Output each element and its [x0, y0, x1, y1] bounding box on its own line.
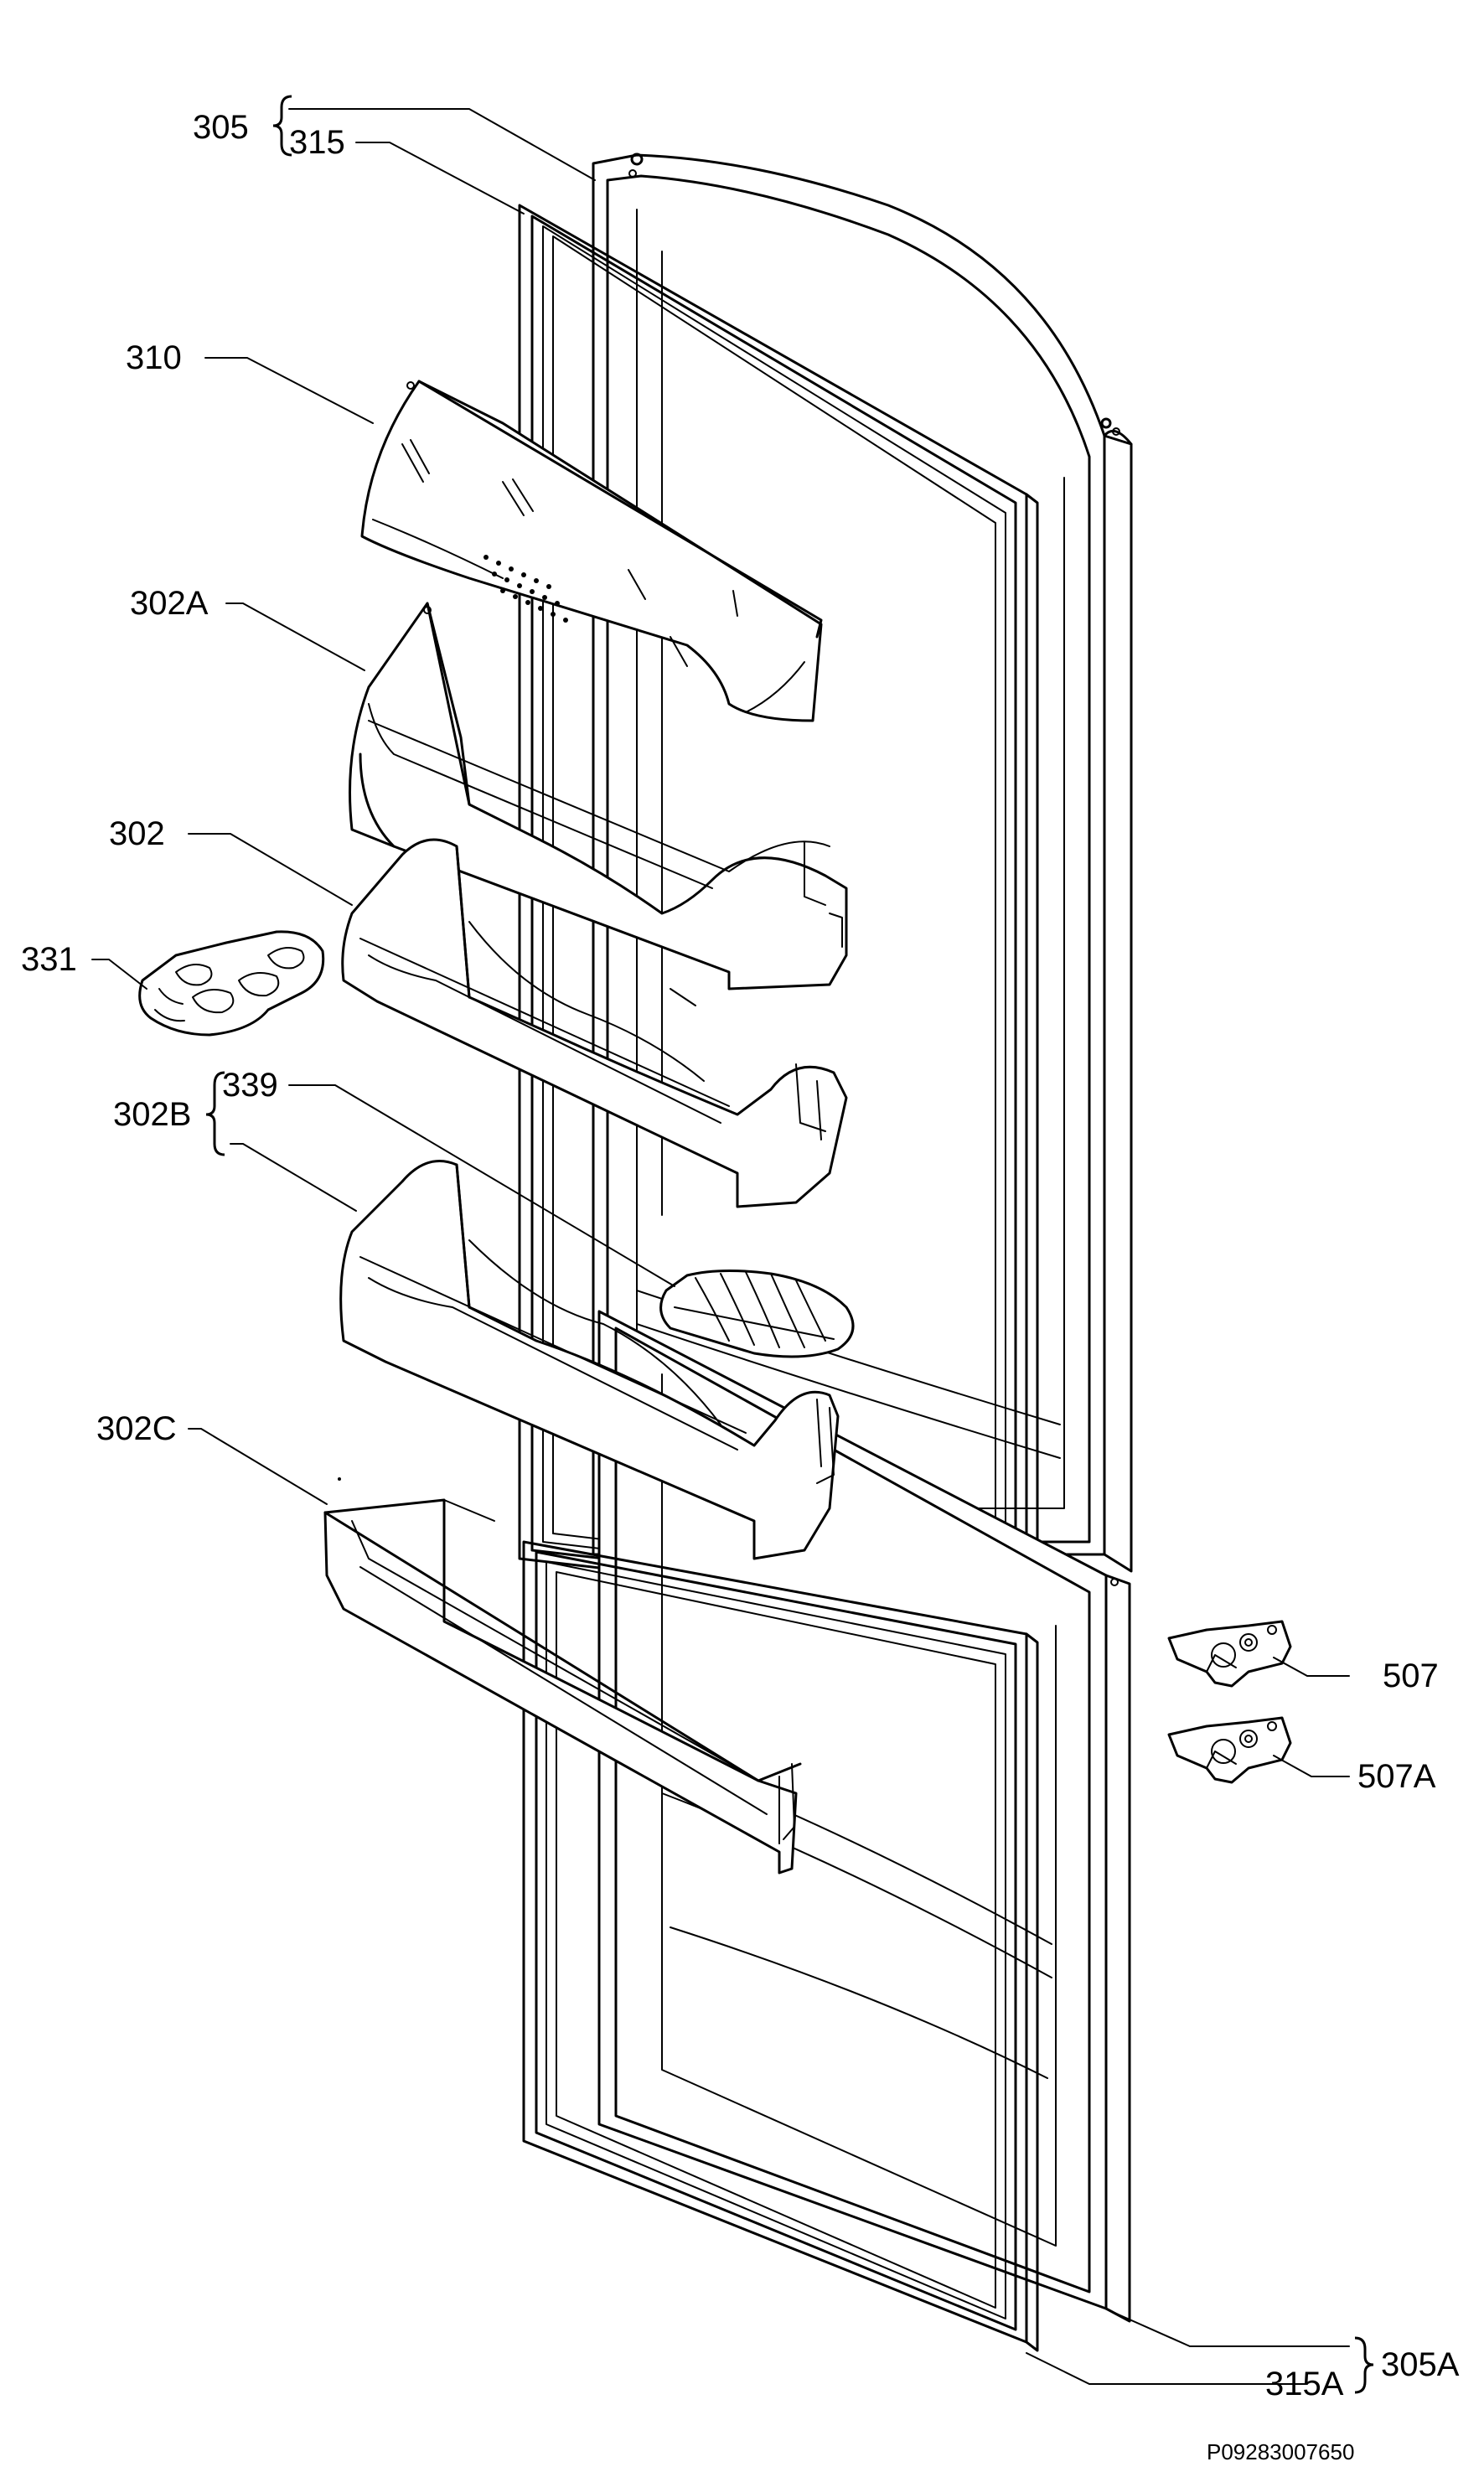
label-331: 331 [21, 941, 77, 978]
label-302: 302 [109, 815, 165, 852]
hinge-507A [1167, 1716, 1292, 1784]
brace-305 [272, 95, 292, 157]
shelf-302 [341, 838, 848, 1208]
label-507A: 507A [1357, 1758, 1436, 1795]
brace-302B [205, 1071, 225, 1156]
flap-310 [360, 380, 823, 722]
hinge-507 [1167, 1620, 1292, 1688]
label-339: 339 [222, 1067, 278, 1104]
upper-door-305 [592, 153, 1133, 1573]
label-302A: 302A [130, 585, 209, 622]
shelf-302B [339, 1160, 840, 1560]
egg-tray-331 [138, 930, 325, 1037]
shelf-302C [323, 1477, 802, 1875]
label-310: 310 [126, 339, 182, 376]
label-315A: 315A [1265, 2366, 1344, 2402]
label-305A: 305A [1381, 2346, 1460, 2383]
label-507: 507 [1383, 1657, 1439, 1694]
braces [205, 95, 1374, 2394]
footer-code: P09283007650 [1207, 2439, 1354, 2464]
gasket-315A [522, 1540, 1039, 2352]
label-315: 315 [289, 124, 345, 161]
shelf-302A [349, 602, 848, 990]
brace-305A [1354, 2336, 1374, 2394]
part-labels: 305 315 310 302A 302 331 302B 339 302C 5… [21, 109, 1460, 2464]
flap-vent-holes [483, 555, 568, 623]
label-302C: 302C [96, 1410, 177, 1447]
label-302B: 302B [113, 1096, 191, 1133]
leader-lines [91, 108, 1350, 2385]
label-305: 305 [193, 109, 249, 146]
bottle-holder-339 [659, 1269, 855, 1358]
